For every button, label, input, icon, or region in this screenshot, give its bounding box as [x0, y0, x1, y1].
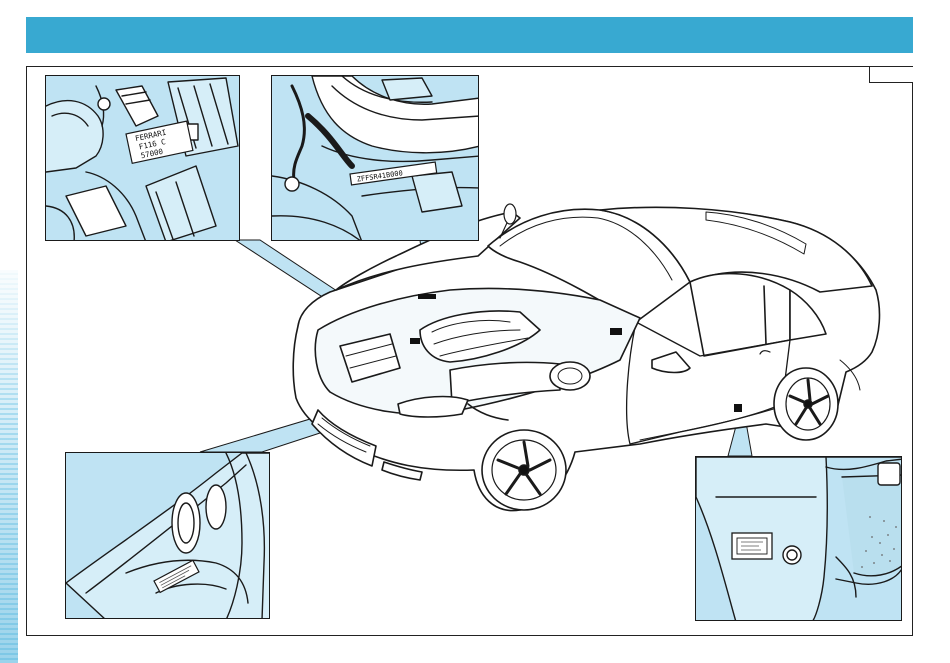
air-filter	[550, 362, 590, 390]
inset-front-plate	[65, 452, 270, 619]
engine-tag-mark	[410, 338, 420, 344]
door-plate-drawing	[696, 457, 902, 621]
chassis-tag-mark	[418, 294, 436, 299]
door-plate	[732, 533, 772, 559]
inset-engine-number: FERRARI F116 C 57000	[45, 75, 240, 241]
inset-door-plate	[695, 456, 902, 621]
front-plate-drawing	[66, 453, 270, 619]
door-plate-mark	[734, 404, 742, 412]
front-plate-mark	[610, 328, 622, 335]
inset-chassis-number: ZFFSR41B000	[271, 75, 479, 241]
engine-detail-drawing: FERRARI F116 C 57000	[46, 76, 240, 241]
chassis-detail-drawing: ZFFSR41B000	[272, 76, 479, 241]
